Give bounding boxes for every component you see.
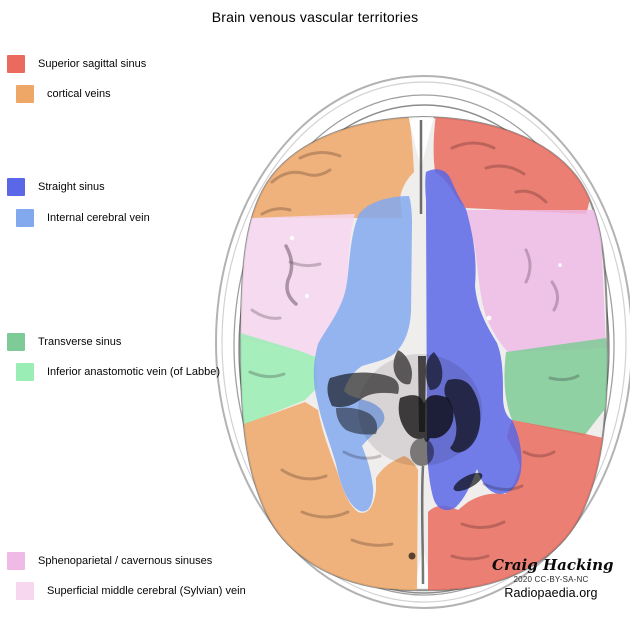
license-text: 2020 CC-BY-SA-NC [513, 574, 589, 584]
legend-label: Superior sagittal sinus [38, 58, 147, 70]
legend-label: Inferior anastomotic vein (of Labbe) [47, 366, 221, 378]
legend-swatch-straight-sinus [7, 178, 25, 196]
legend-swatch-internal-cerebral-vein [16, 209, 34, 227]
legend-swatch-sphenoparietal-cavernous [7, 552, 25, 570]
legend-item-superior-sagittal-sinus: Superior sagittal sinus [7, 55, 146, 73]
credit-block: Craig Hacking 2020 CC-BY-SA-NC Radiopaed… [492, 556, 614, 601]
author-signature: Craig Hacking [492, 556, 614, 574]
legend-swatch-superior-sagittal-sinus [7, 55, 25, 73]
source-text: Radiopaedia.org [504, 586, 598, 601]
legend-label: Sphenoparietal / cavernous sinuses [38, 555, 213, 567]
legend-swatch-transverse-sinus [7, 333, 25, 351]
legend-item-sphenoparietal-cavernous: Sphenoparietal / cavernous sinuses [7, 552, 212, 570]
falx-line-bottom [420, 465, 425, 585]
legend-label: cortical veins [47, 88, 111, 100]
page-title: Brain venous vascular territories [211, 9, 419, 25]
legend-label: Internal cerebral vein [47, 212, 150, 224]
territory-sphenoparietal-cavernous-right [466, 210, 606, 352]
legend-swatch-sylvian-vein [16, 582, 34, 600]
legend-label: Superficial middle cerebral (Sylvian) ve… [47, 585, 246, 597]
territory-transverse-sinus-right [504, 338, 608, 436]
legend-label: Transverse sinus [38, 336, 122, 348]
legend-item-labbe-vein: Inferior anastomotic vein (of Labbe) [16, 363, 220, 381]
territory-sylvian-vein-left [240, 214, 355, 356]
territory-labbe-vein-left [240, 328, 317, 430]
territory-straight-sinus-right [425, 169, 522, 511]
legend-item-internal-cerebral-vein: Internal cerebral vein [16, 209, 150, 227]
vessel-dot-specks [289, 235, 562, 321]
legend-item-transverse-sinus: Transverse sinus [7, 333, 121, 351]
territory-superior-sagittal-sinus-occipital-right [428, 420, 608, 591]
legend-item-straight-sinus: Straight sinus [7, 178, 105, 196]
legend-item-sylvian-vein: Superficial middle cerebral (Sylvian) ve… [16, 582, 246, 600]
legend-item-cortical-veins: cortical veins [16, 85, 111, 103]
territory-internal-cerebral-vein-left [313, 196, 412, 512]
legend-label: Straight sinus [38, 181, 105, 193]
legend-swatch-labbe-vein [16, 363, 34, 381]
legend-swatch-cortical-veins [16, 85, 34, 103]
